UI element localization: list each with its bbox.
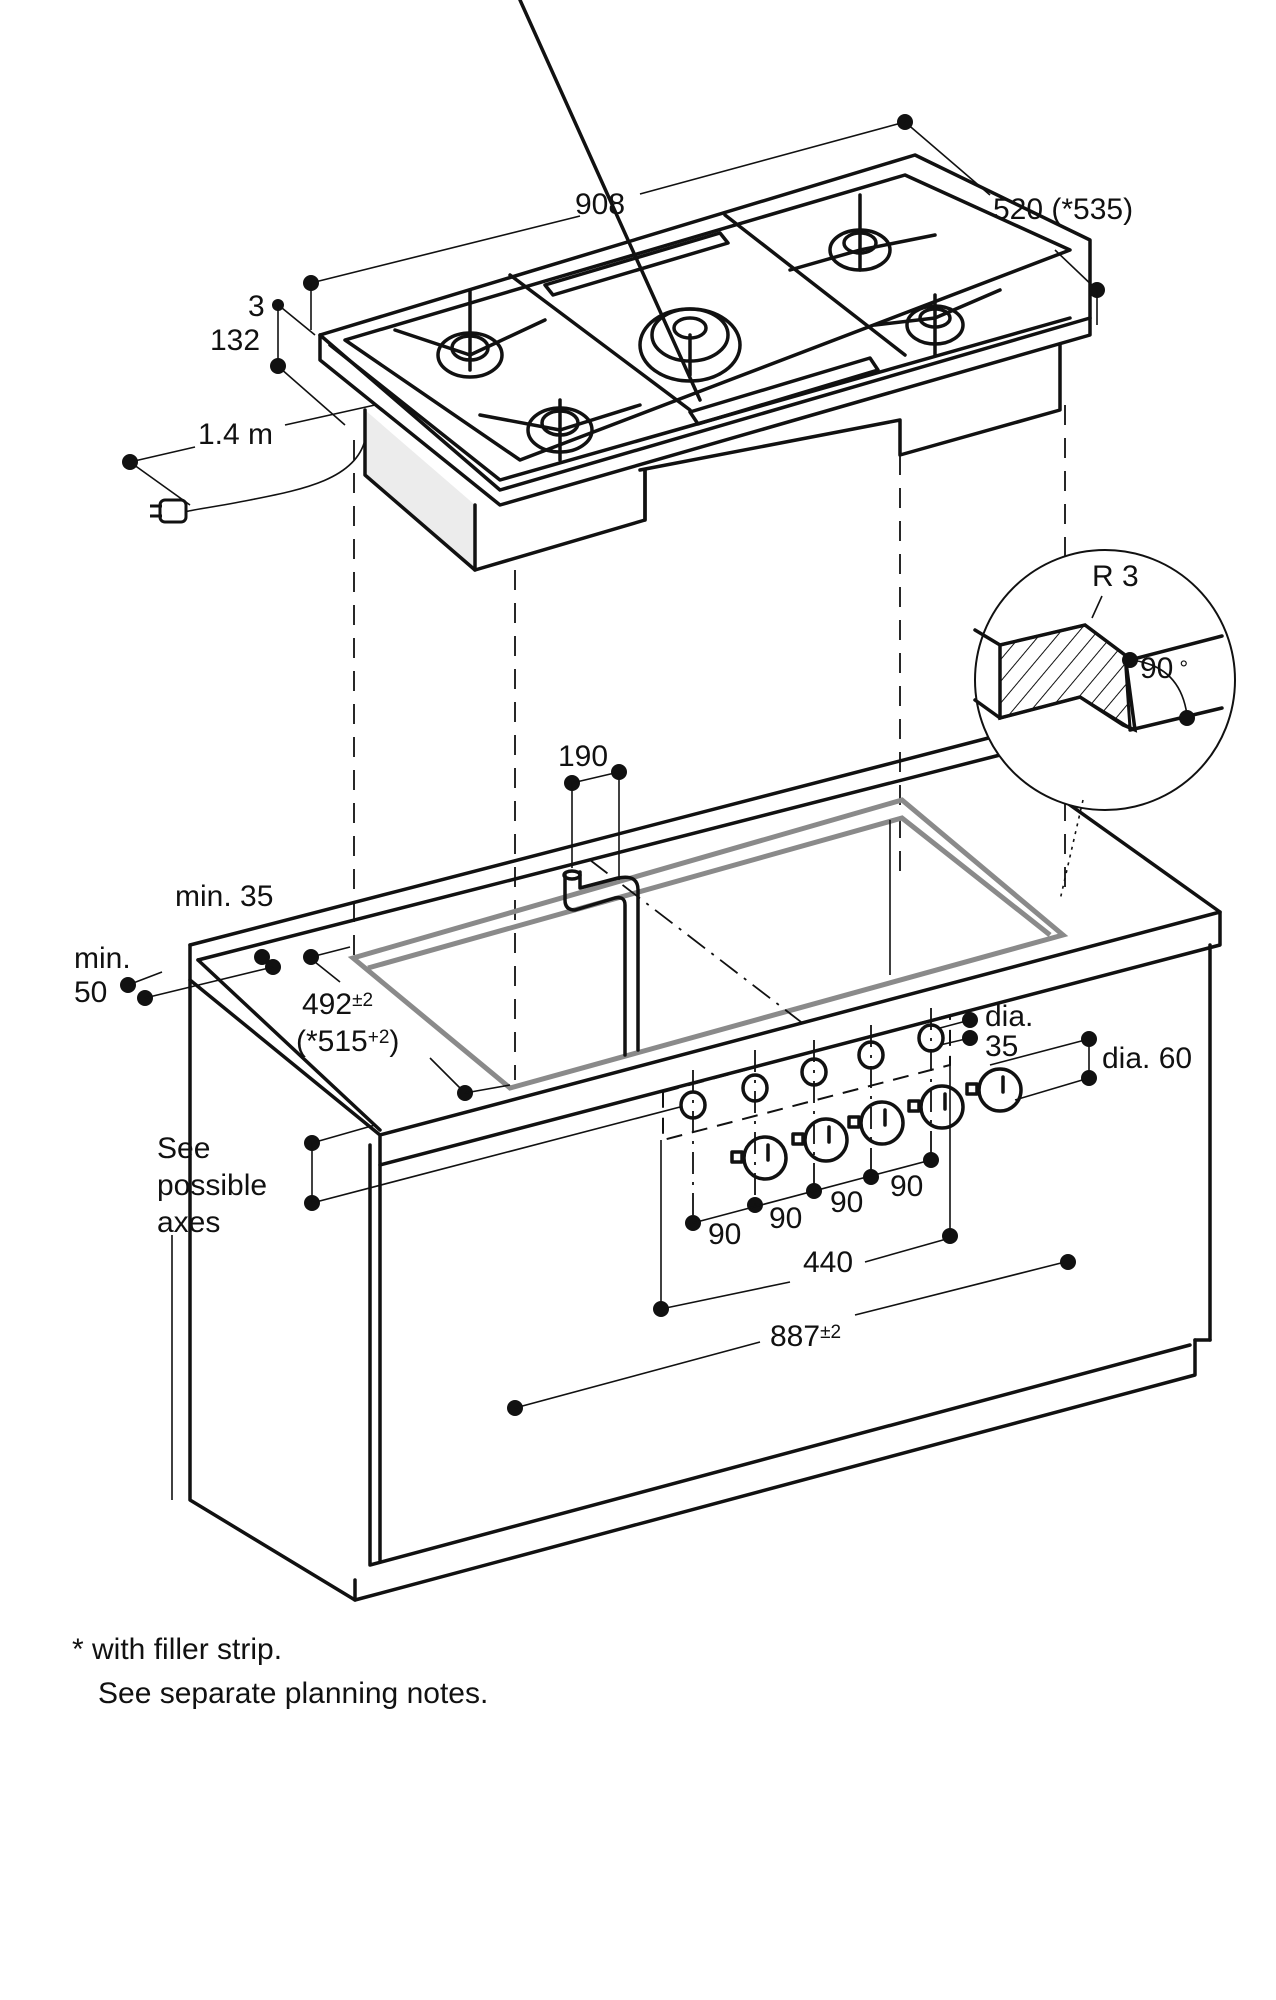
grate-divider-1	[508, 273, 692, 412]
radius-label: R 3	[1092, 560, 1139, 593]
knob-spacing-2: 90	[769, 1202, 803, 1235]
knob-spacing-3: 90	[830, 1186, 864, 1219]
knob-axes-line-3: axes	[157, 1206, 221, 1239]
cutout-depth-filler-label: (*515+2)	[296, 1025, 399, 1059]
angle-unit: °	[1179, 656, 1189, 681]
built-in-height-label: 132	[210, 324, 261, 357]
cooktop-inner-edge	[328, 316, 1072, 482]
min-side-distance-label-1: min.	[74, 942, 131, 975]
knob-spacing-1: 90	[708, 1218, 742, 1251]
grate-bar-front	[688, 356, 880, 426]
cutout-depth-filler-tolerance: +2	[367, 1027, 390, 1048]
cooktop-side-face	[365, 410, 475, 570]
min-back-distance-label: min. 35	[175, 880, 274, 913]
control-knob-icon	[791, 1117, 849, 1163]
footnote-line-2: See separate planning notes.	[98, 1677, 489, 1710]
countertop-dimensions	[120, 764, 1097, 1500]
power-plug-icon	[150, 498, 188, 524]
width-dim-line-right	[639, 121, 906, 195]
control-knob-icon	[730, 1135, 788, 1181]
footnote-line-1: * with filler strip.	[72, 1633, 283, 1666]
gas-burner-icon	[478, 398, 642, 462]
gas-burner-icon	[873, 288, 1002, 357]
cooktop-illustration	[150, 0, 1092, 572]
knob-axes-line-2: possible	[157, 1169, 268, 1202]
knob-axes-label: See possible axes	[157, 1130, 267, 1241]
knob-axes-line-1: See	[157, 1132, 211, 1165]
countertop-illustration	[188, 549, 1236, 1602]
cable-length-label: 1.4 m	[198, 418, 274, 451]
cutout-width-label: 887±2	[770, 1320, 841, 1354]
cutout-width-tolerance: ±2	[820, 1322, 842, 1343]
knob-span-label: 440	[803, 1246, 854, 1279]
angle-label: 90°	[1140, 652, 1188, 686]
grate-bar-back	[543, 231, 730, 297]
cutout-depth-tolerance: ±2	[352, 990, 374, 1011]
cutout-depth-filler-close: )	[389, 1025, 400, 1058]
min-side-distance-label-2: 50	[74, 976, 108, 1009]
hole-diameter-label: dia.	[985, 1000, 1034, 1033]
gas-burner-icon	[393, 288, 547, 379]
trim-height-label: 3	[248, 290, 265, 323]
knob-hole-icon	[857, 1040, 885, 1070]
gas-pipe	[563, 873, 627, 1057]
control-knob-icon	[907, 1084, 965, 1130]
control-knob-icon	[965, 1067, 1023, 1113]
knob-hole-icon	[741, 1073, 769, 1103]
grate-divider	[518, 0, 702, 402]
control-knobs	[662, 1013, 1023, 1181]
cutout-width-value: 887	[770, 1320, 821, 1353]
width-dim-line-left	[310, 215, 581, 284]
cutout-depth-value: 492	[302, 988, 353, 1021]
depth-label: 520 (*535)	[993, 193, 1134, 226]
knob-hole-icon	[679, 1090, 707, 1120]
gas-burner-icon-wok	[638, 307, 742, 383]
hole-diameter-value: 35	[985, 1030, 1019, 1063]
knob-zone	[662, 1013, 951, 1142]
cutout-depth-label: 492±2	[302, 988, 373, 1022]
angle-value: 90	[1140, 652, 1174, 685]
knob-diameter-label: dia. 60	[1102, 1042, 1193, 1075]
countertop-back-edge-inner	[196, 753, 1002, 962]
cooktop-dimensions	[122, 114, 1105, 506]
knob-hole-icon	[800, 1057, 828, 1087]
power-cable	[184, 439, 366, 513]
countertop-left-edge	[196, 958, 382, 1132]
gas-offset-label: 190	[558, 740, 609, 773]
cutout-depth-filler-value: (*515	[296, 1025, 368, 1058]
pipe-axis	[589, 859, 806, 1026]
countertop-back-edge	[188, 733, 1002, 947]
grate-divider-2	[723, 213, 907, 357]
cooktop-frame	[318, 153, 1092, 507]
knob-spacing-4: 90	[890, 1170, 924, 1203]
gas-burner-icon	[788, 193, 937, 272]
width-label: 908	[575, 188, 626, 221]
pan-support-area	[343, 173, 1072, 462]
control-knob-icon	[847, 1100, 905, 1146]
cooktop-cutout	[347, 797, 1069, 1091]
cabinet-door-left	[368, 1143, 1192, 1567]
knob-hole-icon	[917, 1023, 945, 1053]
